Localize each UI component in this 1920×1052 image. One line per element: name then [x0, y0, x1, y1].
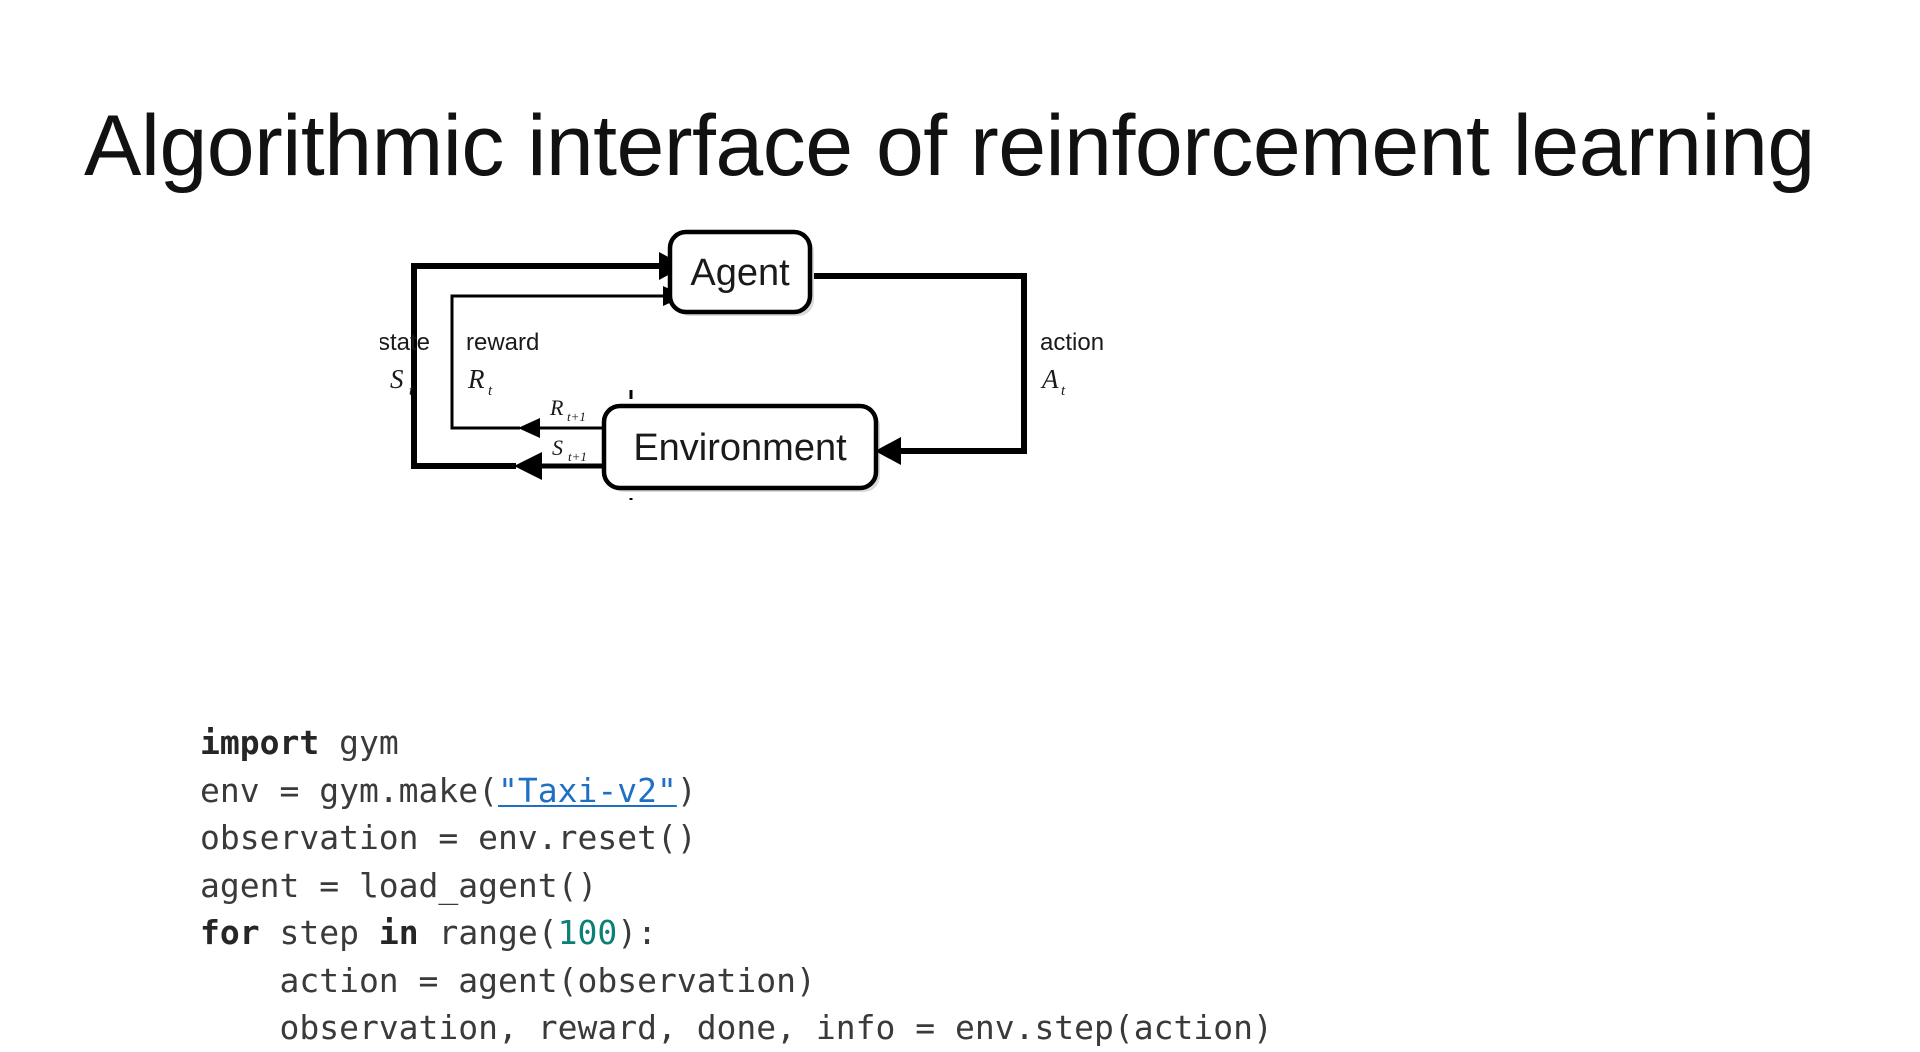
- label-reward: reward R t: [466, 329, 539, 399]
- edge-reward-next: [518, 418, 608, 438]
- code-line: env = gym.make("Taxi-v2"): [200, 767, 1273, 815]
- node-agent-label: Agent: [690, 252, 790, 294]
- label-reward-next-subscript: t+1: [567, 409, 586, 424]
- label-state-next: S t+1: [552, 435, 587, 464]
- label-state: state S t: [380, 329, 430, 399]
- edge-state-next: [514, 452, 608, 480]
- code-token: in: [378, 913, 419, 952]
- code-line: for step in range(100):: [200, 909, 1273, 957]
- code-token: ): [676, 770, 697, 810]
- code-line: observation = env.reset(): [200, 814, 1273, 862]
- code-line: agent = load_agent(): [200, 862, 1273, 910]
- code-token: step: [259, 913, 379, 952]
- code-token: observation = env.reset(): [200, 818, 697, 857]
- rl-interaction-diagram: Agent Environment state S t reward R t a…: [380, 210, 1180, 530]
- code-line: import gym: [200, 719, 1273, 767]
- label-state-next-subscript: t+1: [568, 449, 587, 464]
- label-state-subscript: t: [409, 383, 414, 399]
- label-action-symbol: A: [1040, 364, 1059, 394]
- label-action: action A t: [1040, 329, 1104, 399]
- label-state-text: state: [380, 329, 430, 356]
- code-line: action = agent(observation): [200, 957, 1273, 1005]
- code-token: agent = load_agent(): [200, 865, 598, 905]
- code-token: ):: [617, 913, 658, 952]
- edge-action: [814, 273, 1027, 465]
- label-state-symbol: S: [390, 364, 404, 394]
- label-action-subscript: t: [1061, 383, 1066, 399]
- code-token: range(: [418, 913, 558, 952]
- label-reward-subscript: t: [488, 383, 493, 399]
- node-environment-label: Environment: [633, 427, 847, 469]
- label-reward-next-symbol: R: [549, 395, 564, 420]
- code-token: action = agent(observation): [200, 960, 816, 1000]
- code-line: observation, reward, done, info = env.st…: [200, 1004, 1273, 1052]
- code-token: import: [200, 723, 320, 762]
- label-reward-symbol: R: [467, 364, 485, 394]
- label-reward-next: R t+1: [549, 395, 586, 424]
- label-action-text: action: [1040, 329, 1104, 356]
- code-hyperlink[interactable]: "Taxi-v2": [498, 770, 677, 810]
- code-token: gym: [319, 723, 399, 762]
- label-reward-text: reward: [466, 329, 539, 356]
- code-token: for: [200, 913, 260, 952]
- page-title: Algorithmic interface of reinforcement l…: [84, 97, 1815, 194]
- code-token: 100: [557, 913, 618, 952]
- node-environment: Environment: [601, 403, 879, 491]
- node-agent: Agent: [667, 229, 813, 315]
- code-token: observation, reward, done, info = env.st…: [200, 1008, 1273, 1047]
- code-token: env = gym.make(: [200, 770, 499, 810]
- label-state-next-symbol: S: [552, 435, 563, 460]
